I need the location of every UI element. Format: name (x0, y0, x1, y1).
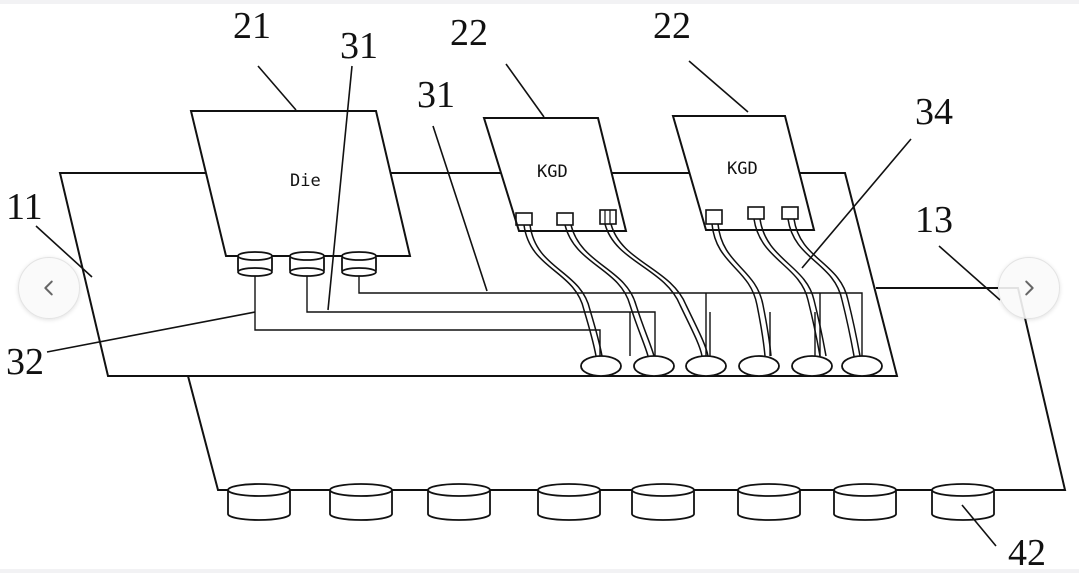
die-pads (237, 251, 377, 277)
numeral-42: 42 (1008, 532, 1046, 573)
numeral-31-middle: 31 (417, 74, 455, 116)
leader-lines (35, 60, 1001, 547)
kgd-label-second: KGD (727, 159, 758, 179)
numeral-11: 11 (6, 186, 43, 228)
chevron-right-icon (1025, 280, 1034, 296)
interposer-bumps (580, 355, 883, 377)
chevron-left-icon (44, 280, 53, 296)
numeral-13: 13 (915, 199, 953, 241)
solder-balls-42 (227, 483, 995, 521)
numeral-31-top: 31 (340, 25, 378, 67)
kgd-chip-22-first (482, 117, 628, 232)
kgd-chip-22-second (671, 115, 816, 231)
numeral-21: 21 (233, 5, 271, 47)
numeral-22-first: 22 (450, 12, 488, 54)
next-image-button[interactable] (998, 257, 1060, 319)
redistribution-traces (254, 276, 863, 356)
numeral-32: 32 (6, 341, 44, 383)
numeral-34: 34 (915, 91, 953, 133)
viewer-bottom-border (0, 569, 1079, 573)
die-label: Die (290, 171, 321, 191)
kgd-label-first: KGD (537, 162, 568, 182)
bond-wires-34 (523, 218, 861, 357)
previous-image-button[interactable] (18, 257, 80, 319)
numeral-22-second: 22 (653, 5, 691, 47)
substrate-board-13 (187, 287, 1067, 491)
viewer-top-border (0, 0, 1079, 4)
die-chip-21 (189, 110, 412, 277)
